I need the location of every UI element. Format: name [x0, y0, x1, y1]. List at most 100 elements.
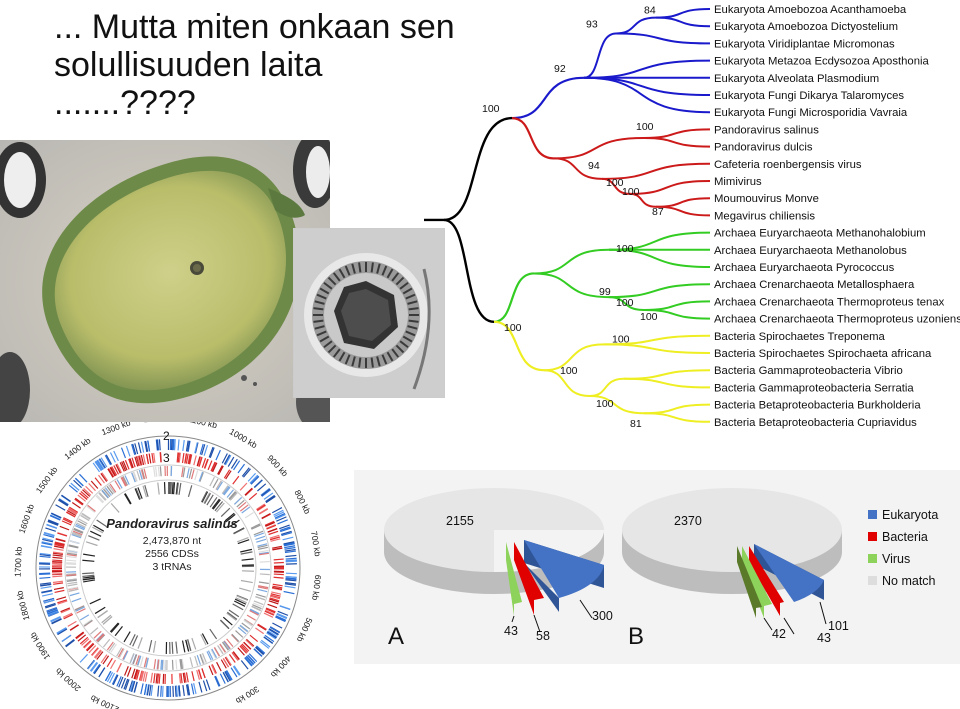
genome-name: Pandoravirus salinus	[106, 516, 238, 531]
bootstrap-value: 100	[482, 103, 500, 115]
genome-trnas: 3 tRNAs	[152, 561, 191, 573]
tree-branch	[589, 377, 625, 397]
tree-leaf-label: Archaea Crenarchaeota Metallosphaera	[714, 279, 915, 291]
tree-branch	[583, 76, 711, 96]
genome-tick-label: 300 kb	[234, 684, 261, 706]
bootstrap-value: 81	[630, 418, 642, 430]
tree-leaf-label: Megavirus chiliensis	[714, 210, 815, 222]
tree-branch	[511, 76, 585, 120]
tree-leaf-label: Mimivirus	[714, 176, 762, 188]
tree-branch	[615, 32, 711, 45]
pie-b-virus-value: 42	[772, 627, 786, 641]
genome-tick-label: 2000 kb	[53, 666, 82, 694]
genome-tick-label: 1400 kb	[62, 435, 92, 461]
legend-label-virus: Virus	[882, 552, 910, 566]
tree-branch	[655, 197, 711, 208]
genome-tick-label: 1200 kb	[143, 422, 174, 424]
bootstrap-value: 100	[616, 243, 634, 255]
tree-branch	[543, 343, 605, 372]
pie-a-letter: A	[388, 623, 404, 650]
tree-branch	[493, 272, 535, 323]
tree-branch	[655, 16, 711, 28]
pie-chart-panel: 2155 300 58 43 A 2370 101 43 42 B	[354, 470, 960, 664]
bootstrap-value: 100	[560, 365, 578, 377]
bootstrap-value: 92	[554, 63, 566, 75]
legend-swatch-eukaryota	[868, 510, 877, 519]
genome-tick-label: 500 kb	[295, 616, 315, 644]
genome-cds: 2556 CDSs	[145, 548, 199, 560]
tree-leaf-label: Bacteria Betaproteobacteria Burkholderia	[714, 400, 921, 412]
tree-branch	[583, 59, 711, 79]
tree-leaf-label: Bacteria Spirochaetes Spirochaeta africa…	[714, 348, 932, 360]
tree-branch	[533, 272, 610, 299]
title-line-1: ... Mutta miten onkaan sen	[54, 8, 455, 46]
pie-b-virus-slice	[742, 546, 772, 618]
tree-branch	[533, 248, 610, 275]
tree-branch	[443, 218, 495, 324]
tree-leaf-label: Eukaryota Alveolata Plasmodium	[714, 73, 879, 85]
tree-branch	[553, 157, 603, 180]
tree-leaf-label: Eukaryota Metazoa Ecdysozoa Aposthonia	[714, 56, 929, 68]
pie-b-eukaryota-slice	[754, 544, 824, 602]
pies-svg: 2155 300 58 43 A 2370 101 43 42 B	[384, 488, 938, 650]
tree-branch	[643, 137, 711, 148]
electron-micrograph	[293, 228, 445, 398]
tree-branch	[443, 116, 513, 222]
bootstrap-value: 100	[640, 311, 658, 323]
tree-branch	[608, 296, 645, 311]
bootstrap-value: 84	[644, 5, 656, 17]
pie-legend: Eukaryota Bacteria Virus No match	[868, 508, 938, 588]
bootstrap-value: 100	[606, 177, 624, 189]
tree-branch	[601, 162, 711, 180]
tree-branch	[643, 300, 711, 311]
pie-a-virus-slice	[506, 542, 522, 616]
tree-branch	[655, 205, 711, 217]
tree-branch	[643, 309, 711, 320]
pie-b: 2370 101 43 42 B	[622, 488, 849, 650]
bootstrap-value: 100	[616, 297, 634, 309]
pie-b-eukaryota-value: 101	[828, 619, 849, 633]
legend-label-nomatch: No match	[882, 574, 936, 588]
pie-a-bacteria-slice	[514, 542, 544, 615]
legend-swatch-virus	[868, 554, 877, 563]
bootstrap-value: 100	[622, 186, 640, 198]
genome-tick-label: 700 kb	[309, 530, 323, 557]
genome-tick-label: 1700 kb	[13, 546, 24, 577]
bootstrap-value: 100	[612, 333, 630, 345]
pie-a-bacteria-value: 58	[536, 629, 550, 643]
pie-a-nomatch-value: 2155	[446, 514, 474, 528]
tree-leaf-label: Bacteria Gammaproteobacteria Vibrio	[714, 365, 903, 377]
tree-branch	[623, 369, 711, 380]
tree-branch	[643, 128, 711, 139]
genome-tick-label: 1300 kb	[100, 422, 132, 437]
pie-a-eukaryota-value: 300	[592, 609, 613, 623]
genome-size: 2,473,870 nt	[143, 535, 201, 547]
tree-branch	[623, 377, 711, 389]
pie-b-nomatch-value: 2370	[674, 514, 702, 528]
tem-image	[294, 229, 444, 397]
tree-leaf-label: Cafeteria roenbergensis virus	[714, 159, 862, 171]
genome-tick-label: 800 kb	[293, 488, 313, 516]
tree-branch	[543, 369, 591, 397]
pie-a-virus-value: 43	[504, 624, 518, 638]
tree-branch	[583, 76, 711, 114]
genome-tick-label: 1100 kb	[187, 422, 218, 430]
tree-leaf-label: Bacteria Spirochaetes Treponema	[714, 331, 886, 343]
tree-leaf-label: Archaea Euryarchaeota Methanolobus	[714, 245, 907, 257]
genome-tick-label: 600 kb	[310, 574, 323, 601]
tree-branch	[589, 395, 645, 415]
bootstrap-value: 100	[596, 398, 614, 410]
micrograph-image	[0, 140, 330, 425]
pie-a: 2155 300 58 43 A	[384, 488, 613, 650]
tree-branch	[629, 180, 711, 195]
tree-leaf-label: Archaea Euryarchaeota Pyrococcus	[714, 262, 895, 274]
tree-leaf-label: Eukaryota Amoebozoa Dictyostelium	[714, 21, 898, 33]
tree-branch	[601, 177, 631, 195]
genome-tick-label: 1900 kb	[28, 630, 52, 661]
genome-tick-label: 2100 kb	[89, 693, 121, 709]
bootstrap-value: 100	[636, 121, 654, 133]
tree-leaf-label: Eukaryota Fungi Microsporidia Vavraia	[714, 107, 908, 119]
